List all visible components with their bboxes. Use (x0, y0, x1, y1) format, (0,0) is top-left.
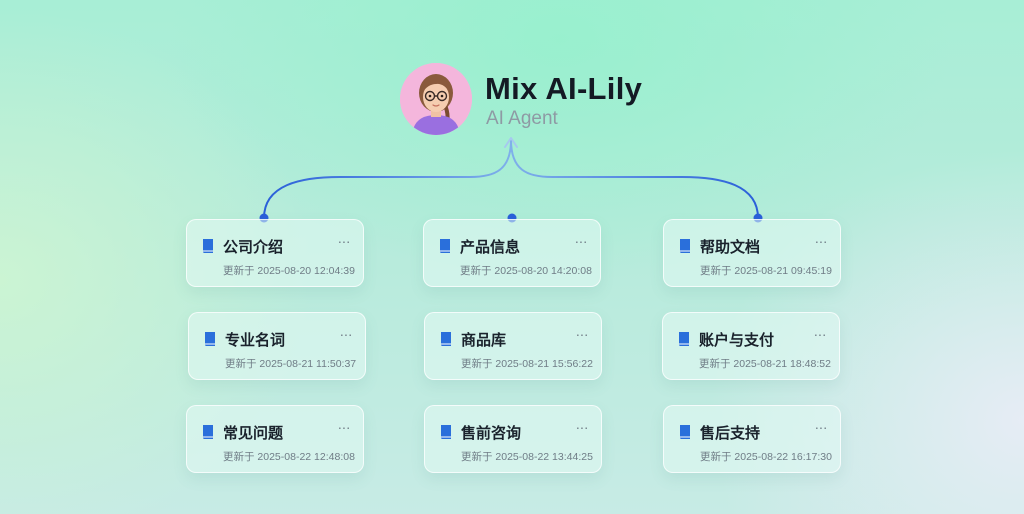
more-options-icon[interactable]: ··· (339, 326, 353, 342)
agent-avatar[interactable] (400, 63, 472, 135)
knowledge-card-title: 帮助文档 (700, 239, 761, 256)
book-icon (678, 332, 689, 346)
knowledge-card-updated: 更新于 2025-08-22 16:17:30 (700, 451, 832, 463)
book-icon (204, 332, 215, 346)
knowledge-card-title: 常见问题 (223, 425, 284, 442)
more-options-icon[interactable]: ··· (813, 326, 827, 342)
knowledge-card-updated: 更新于 2025-08-22 12:48:08 (223, 451, 355, 463)
connector-arrow (504, 137, 518, 148)
knowledge-card-updated: 更新于 2025-08-21 18:48:52 (699, 358, 831, 370)
book-icon (440, 425, 451, 439)
knowledge-card[interactable]: 账户与支付 ··· 更新于 2025-08-21 18:48:52 (662, 312, 840, 380)
more-options-icon[interactable]: ··· (337, 419, 351, 435)
knowledge-card-title: 商品库 (461, 332, 507, 349)
book-icon (439, 239, 450, 253)
book-icon (202, 239, 213, 253)
more-options-icon[interactable]: ··· (337, 233, 351, 249)
knowledge-card-title: 公司介绍 (223, 239, 284, 256)
knowledge-card-updated: 更新于 2025-08-21 15:56:22 (461, 358, 593, 370)
book-icon (679, 239, 690, 253)
knowledge-card[interactable]: 售后支持 ··· 更新于 2025-08-22 16:17:30 (663, 405, 841, 473)
agent-role: AI Agent (486, 108, 558, 129)
knowledge-card-title: 专业名词 (225, 332, 286, 349)
knowledge-card[interactable]: 专业名词 ··· 更新于 2025-08-21 11:50:37 (188, 312, 366, 380)
knowledge-card[interactable]: 商品库 ··· 更新于 2025-08-21 15:56:22 (424, 312, 602, 380)
book-icon (440, 332, 451, 346)
knowledge-card-updated: 更新于 2025-08-21 11:50:37 (225, 358, 357, 370)
knowledge-card[interactable]: 常见问题 ··· 更新于 2025-08-22 12:48:08 (186, 405, 364, 473)
knowledge-card-updated: 更新于 2025-08-21 09:45:19 (700, 265, 832, 277)
knowledge-card-updated: 更新于 2025-08-20 12:04:39 (223, 265, 355, 277)
more-options-icon[interactable]: ··· (814, 419, 828, 435)
knowledge-card[interactable]: 售前咨询 ··· 更新于 2025-08-22 13:44:25 (424, 405, 602, 473)
knowledge-card-updated: 更新于 2025-08-22 13:44:25 (461, 451, 593, 463)
more-options-icon[interactable]: ··· (575, 419, 589, 435)
knowledge-card[interactable]: 公司介绍 ··· 更新于 2025-08-20 12:04:39 (186, 219, 364, 287)
knowledge-card-title: 售前咨询 (461, 425, 522, 442)
connector-left (263, 139, 512, 219)
knowledge-card[interactable]: 产品信息 ··· 更新于 2025-08-20 14:20:08 (423, 219, 601, 287)
knowledge-card-title: 售后支持 (700, 425, 761, 442)
knowledge-card-title: 账户与支付 (699, 332, 775, 349)
book-icon (679, 425, 690, 439)
book-icon (202, 425, 213, 439)
knowledge-card-updated: 更新于 2025-08-20 14:20:08 (460, 265, 592, 277)
knowledge-card-title: 产品信息 (460, 239, 521, 256)
more-options-icon[interactable]: ··· (575, 326, 589, 342)
agent-name: Mix AI-Lily (485, 71, 643, 106)
more-options-icon[interactable]: ··· (814, 233, 828, 249)
knowledge-card[interactable]: 帮助文档 ··· 更新于 2025-08-21 09:45:19 (663, 219, 841, 287)
connector-right (510, 139, 759, 219)
more-options-icon[interactable]: ··· (574, 233, 588, 249)
